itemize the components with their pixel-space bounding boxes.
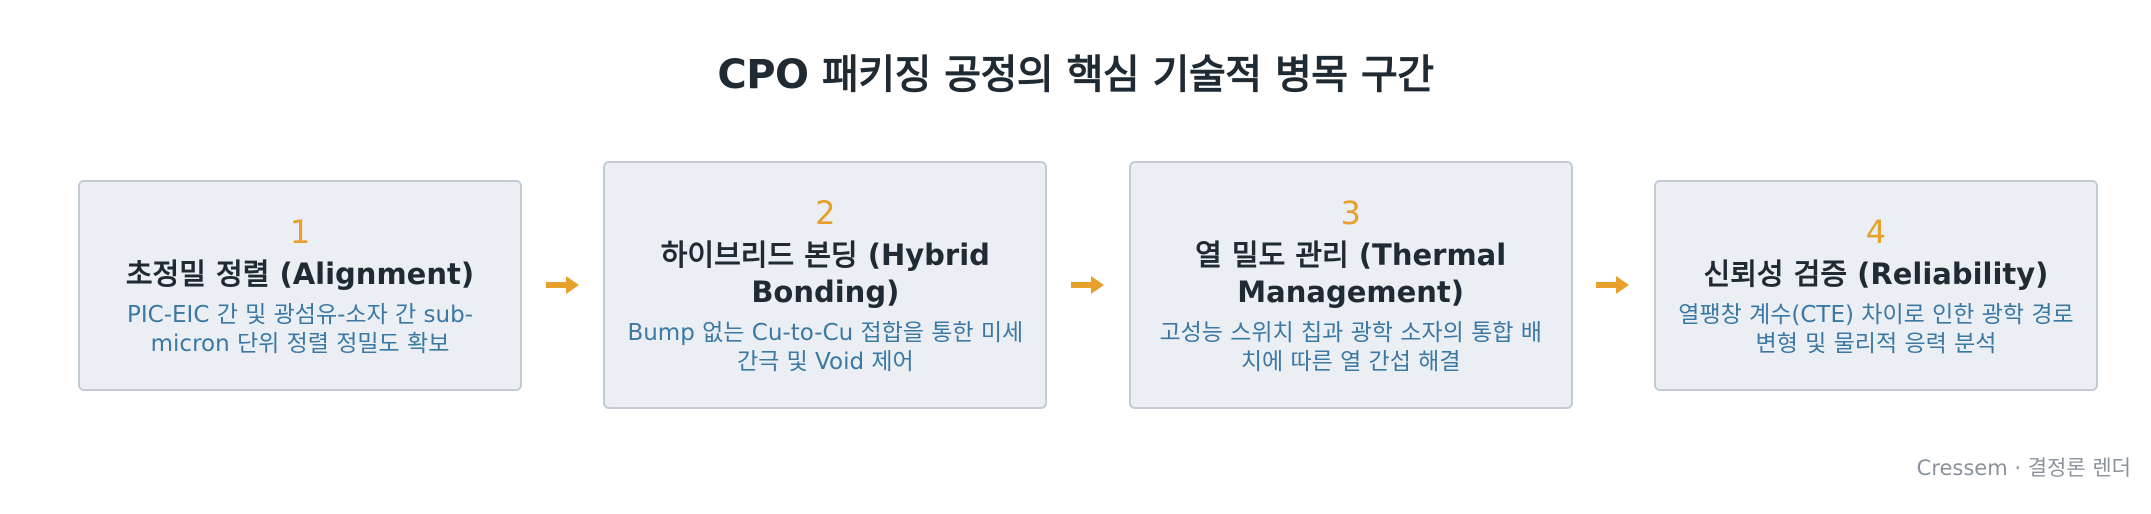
step-description: 열팽창 계수(CTE) 차이로 인한 광학 경로 변형 및 물리적 응력 분석	[1678, 301, 2074, 357]
step-number: 1	[289, 212, 311, 251]
step-number: 3	[1340, 194, 1361, 232]
step-number: 4	[1865, 212, 1887, 251]
step-heading: 열 밀도 관리 (Thermal Management)	[1195, 238, 1507, 309]
step-card-3: 3 열 밀도 관리 (Thermal Management) 고성능 스위치 칩…	[1128, 161, 1573, 409]
step-card-1: 1 초정밀 정렬 (Alignment) PIC-EIC 간 및 광섬유-소자 …	[78, 179, 522, 391]
step-heading: 신뢰성 검증 (Reliability)	[1703, 256, 2049, 291]
step-card-2: 2 하이브리드 본딩 (Hybrid Bonding) Bump 없는 Cu-t…	[603, 161, 1048, 409]
diagram-title: CPO 패키징 공정의 핵심 기술적 병목 구간	[717, 52, 1434, 98]
footer-credit: Cressem · 결정론 렌더	[1916, 456, 2131, 480]
process-flow: 1 초정밀 정렬 (Alignment) PIC-EIC 간 및 광섬유-소자 …	[78, 155, 2098, 415]
step-description: PIC-EIC 간 및 광섬유-소자 간 sub-micron 단위 정렬 정밀…	[127, 301, 473, 357]
arrow-right-icon	[1047, 275, 1128, 295]
step-number: 2	[815, 194, 836, 232]
step-card-4: 4 신뢰성 검증 (Reliability) 열팽창 계수(CTE) 차이로 인…	[1653, 179, 2098, 391]
step-description: Bump 없는 Cu-to-Cu 접합을 통한 미세 간극 및 Void 제어	[627, 320, 1024, 375]
arrow-right-icon	[522, 275, 603, 295]
arrow-right-icon	[1573, 275, 1654, 295]
step-heading: 초정밀 정렬 (Alignment)	[125, 256, 475, 291]
step-heading: 하이브리드 본딩 (Hybrid Bonding)	[660, 238, 990, 309]
step-description: 고성능 스위치 칩과 광학 소자의 통합 배치에 따른 열 간섭 해결	[1159, 320, 1542, 375]
